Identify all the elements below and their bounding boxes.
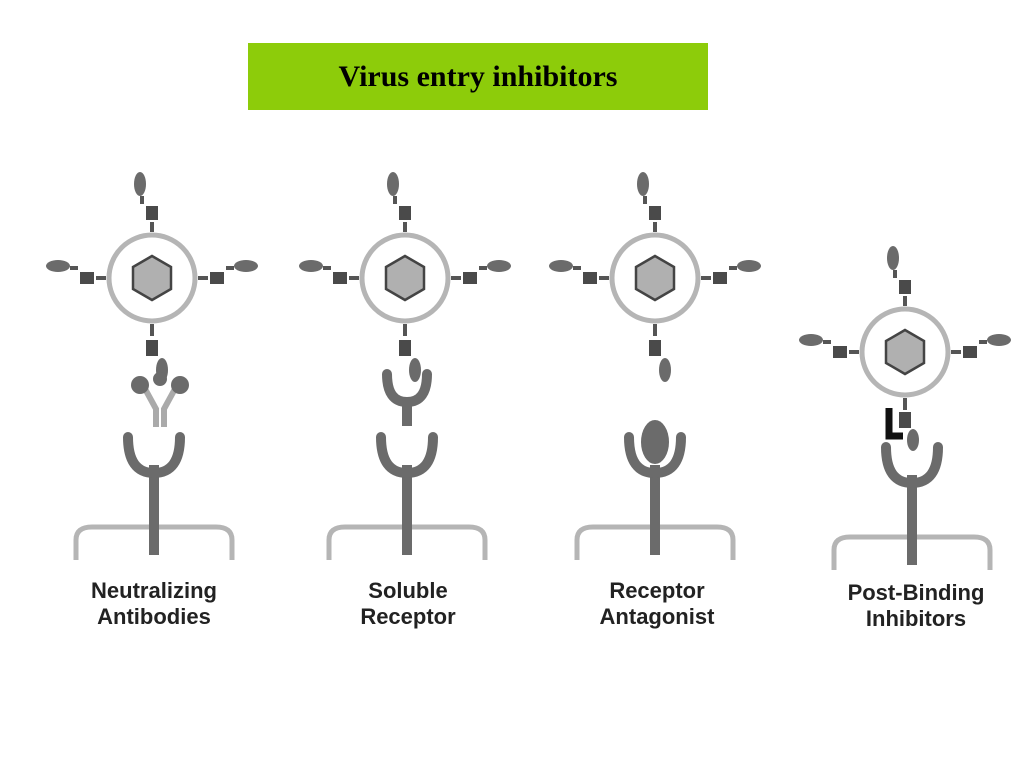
title-box: Virus entry inhibitors bbox=[248, 43, 708, 110]
page-title: Virus entry inhibitors bbox=[338, 59, 618, 93]
virus-particle-icon bbox=[799, 246, 1011, 451]
label-receptor-antagonist-line1: Receptor bbox=[609, 578, 705, 603]
title-banner bbox=[248, 43, 708, 110]
label-soluble-receptor-line1: Soluble bbox=[368, 578, 447, 603]
virus-particle-icon bbox=[46, 172, 258, 382]
soluble-receptor-icon bbox=[382, 369, 432, 426]
y-shaped-receptor-icon bbox=[834, 447, 990, 570]
label-post-binding-inhibitors-line2: Inhibitors bbox=[866, 606, 966, 631]
panel-neutralizing-antibodies bbox=[46, 172, 258, 560]
panel-receptor-antagonist bbox=[549, 172, 761, 560]
antibody-icon bbox=[131, 372, 189, 427]
y-shaped-receptor-icon bbox=[76, 437, 232, 560]
virus-particle-icon bbox=[299, 172, 511, 382]
antagonist-molecule-icon bbox=[641, 420, 669, 464]
virus-particle-icon bbox=[549, 172, 761, 382]
label-neutralizing-antibodies-line2: Antibodies bbox=[97, 604, 211, 629]
label-neutralizing-antibodies-line1: Neutralizing bbox=[91, 578, 217, 603]
label-soluble-receptor-line2: Receptor bbox=[360, 604, 456, 629]
panel-post-binding-inhibitors bbox=[799, 246, 1011, 570]
l-shaped-inhibitor-icon bbox=[885, 408, 903, 440]
label-post-binding-inhibitors-line1: Post-Binding bbox=[848, 580, 985, 605]
panel-soluble-receptor bbox=[299, 172, 511, 560]
label-receptor-antagonist-line2: Antagonist bbox=[600, 604, 716, 629]
y-shaped-receptor-icon bbox=[329, 437, 485, 560]
